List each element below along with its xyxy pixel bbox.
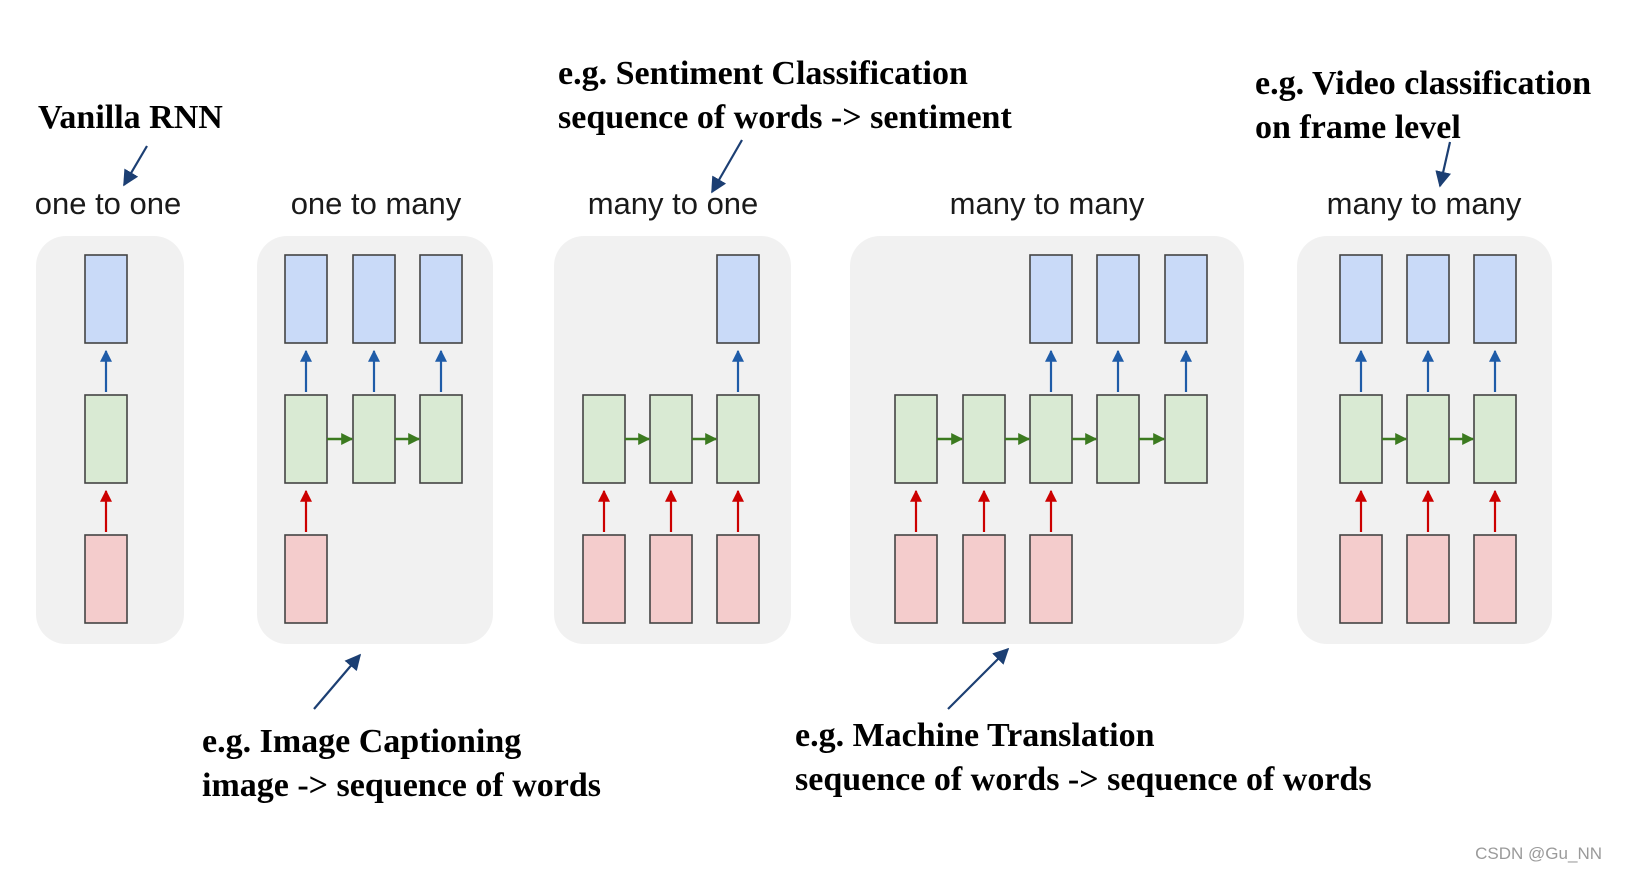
output-box (1096, 254, 1140, 344)
annotation-vanilla-line1: Vanilla RNN (38, 99, 223, 136)
input-box (1339, 534, 1383, 624)
annotation-video-line2: on frame level (1255, 109, 1461, 146)
annotation-translation-line1: e.g. Machine Translation (795, 717, 1155, 754)
output-box (716, 254, 760, 344)
output-box (352, 254, 396, 344)
output-box (1164, 254, 1208, 344)
panel-1: one to one (35, 186, 184, 644)
hidden-state-box (894, 394, 938, 484)
video-pointer-arrow (1435, 141, 1452, 188)
panels-layer: one to one one to many many to one many to … (35, 186, 1552, 644)
input-box (284, 534, 328, 624)
output-box (1029, 254, 1073, 344)
annotation-video-line1: e.g. Video classification (1255, 65, 1592, 102)
annotation-captioning-line1: e.g. Image Captioning (202, 723, 522, 760)
annotation-machine-translation: e.g. Machine Translation sequence of wor… (795, 714, 1372, 802)
hidden-state-box (84, 394, 128, 484)
output-box (284, 254, 328, 344)
annotation-captioning-line2: image -> sequence of words (202, 767, 601, 804)
annotation-vanilla-rnn: Vanilla RNN (38, 96, 223, 140)
annotation-sentiment-classification: e.g. Sentiment Classification sequence o… (558, 52, 1012, 140)
vanilla-rnn-pointer-arrow (123, 145, 148, 187)
hidden-state-box (649, 394, 693, 484)
input-box (84, 534, 128, 624)
input-box (894, 534, 938, 624)
hidden-state-box (419, 394, 463, 484)
input-box (716, 534, 760, 624)
output-box (84, 254, 128, 344)
panel-4: many to many (850, 186, 1244, 644)
output-box (1339, 254, 1383, 344)
hidden-state-box (1029, 394, 1073, 484)
panel-title: one to one (35, 186, 182, 221)
hidden-state-box (284, 394, 328, 484)
input-box (1473, 534, 1517, 624)
hidden-state-box (352, 394, 396, 484)
hidden-state-box (716, 394, 760, 484)
panel-title: many to many (1327, 186, 1522, 221)
annotation-translation-line2: sequence of words -> sequence of words (795, 761, 1372, 798)
hidden-state-box (1473, 394, 1517, 484)
panel-5: many to many (1297, 186, 1552, 644)
hidden-state-box (582, 394, 626, 484)
hidden-state-box (1096, 394, 1140, 484)
annotation-sentiment-line2: sequence of words -> sentiment (558, 99, 1012, 136)
output-box (419, 254, 463, 344)
input-box (1406, 534, 1450, 624)
watermark: CSDN @Gu_NN (1475, 844, 1602, 863)
panel-2: one to many (257, 186, 493, 644)
annotation-arrows-layer (123, 139, 1452, 710)
panel-3: many to one (554, 186, 791, 644)
panel-title: many to one (588, 186, 759, 221)
sentiment-pointer-arrow (711, 139, 743, 194)
annotation-image-captioning: e.g. Image Captioning image -> sequence … (202, 720, 601, 808)
hidden-state-box (1406, 394, 1450, 484)
panel-title: one to many (291, 186, 462, 221)
input-box (1029, 534, 1073, 624)
hidden-state-box (1339, 394, 1383, 484)
annotation-sentiment-line1: e.g. Sentiment Classification (558, 55, 968, 92)
hidden-state-box (1164, 394, 1208, 484)
panel-title: many to many (950, 186, 1145, 221)
captioning-pointer-arrow (313, 653, 362, 710)
annotation-video-classification: e.g. Video classification on frame level (1255, 62, 1591, 150)
translation-pointer-arrow (947, 647, 1010, 710)
output-box (1473, 254, 1517, 344)
hidden-state-box (962, 394, 1006, 484)
input-box (962, 534, 1006, 624)
input-box (582, 534, 626, 624)
output-box (1406, 254, 1450, 344)
input-box (649, 534, 693, 624)
